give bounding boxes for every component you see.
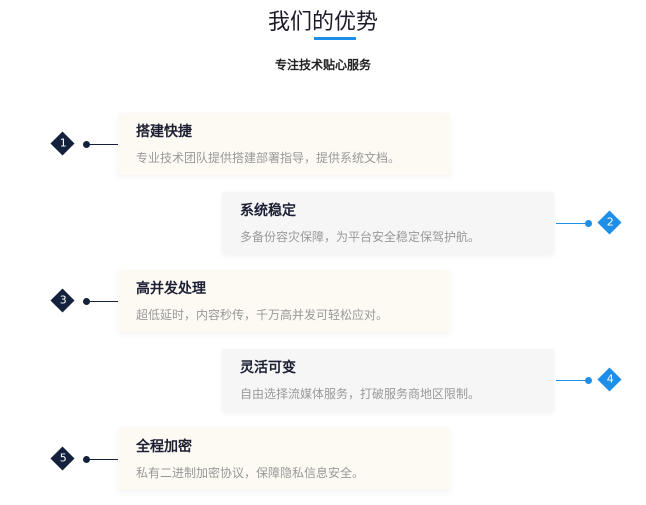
connector-dot bbox=[585, 220, 592, 227]
connector-dot bbox=[83, 141, 90, 148]
feature-description: 超低延时，内容秒传，千万高并发可轻松应对。 bbox=[136, 308, 389, 322]
feature-card: 灵活可变 自由选择流媒体服务，打破服务商地区限制。 bbox=[222, 349, 554, 411]
feature-description: 专业技术团队提供搭建部署指导，提供系统文档。 bbox=[136, 151, 401, 165]
number-badge: 2 bbox=[597, 210, 622, 235]
feature-title: 系统稳定 bbox=[240, 203, 296, 219]
number-badge: 5 bbox=[50, 446, 75, 471]
number-badge: 3 bbox=[50, 288, 75, 313]
feature-description: 自由选择流媒体服务，打破服务商地区限制。 bbox=[240, 387, 481, 401]
feature-description: 私有二进制加密协议，保障隐私信息安全。 bbox=[136, 466, 365, 480]
feature-title: 高并发处理 bbox=[136, 281, 206, 297]
feature-title: 灵活可变 bbox=[240, 360, 296, 376]
page-title: 我们的优势 bbox=[267, 10, 378, 35]
feature-card: 高并发处理 超低延时，内容秒传，千万高并发可轻松应对。 bbox=[118, 270, 450, 332]
feature-title: 全程加密 bbox=[136, 439, 192, 455]
feature-card: 全程加密 私有二进制加密协议，保障隐私信息安全。 bbox=[118, 428, 450, 490]
feature-title: 搭建快捷 bbox=[136, 124, 192, 140]
connector-dot bbox=[83, 298, 90, 305]
connector-dot bbox=[83, 456, 90, 463]
connector-line bbox=[86, 459, 118, 460]
title-underline bbox=[314, 37, 356, 40]
connector-line bbox=[86, 301, 118, 302]
number-badge: 4 bbox=[597, 367, 622, 392]
connector-line bbox=[86, 144, 118, 145]
connector-line bbox=[556, 223, 588, 224]
number-badge: 1 bbox=[50, 131, 75, 156]
feature-description: 多备份容灾保障，为平台安全稳定保驾护航。 bbox=[240, 230, 481, 244]
connector-line bbox=[556, 380, 588, 381]
feature-card: 系统稳定 多备份容灾保障，为平台安全稳定保驾护航。 bbox=[222, 192, 554, 254]
connector-dot bbox=[585, 377, 592, 384]
feature-card: 搭建快捷 专业技术团队提供搭建部署指导，提供系统文档。 bbox=[118, 113, 450, 175]
page-subtitle: 专注技术贴心服务 bbox=[274, 58, 371, 72]
